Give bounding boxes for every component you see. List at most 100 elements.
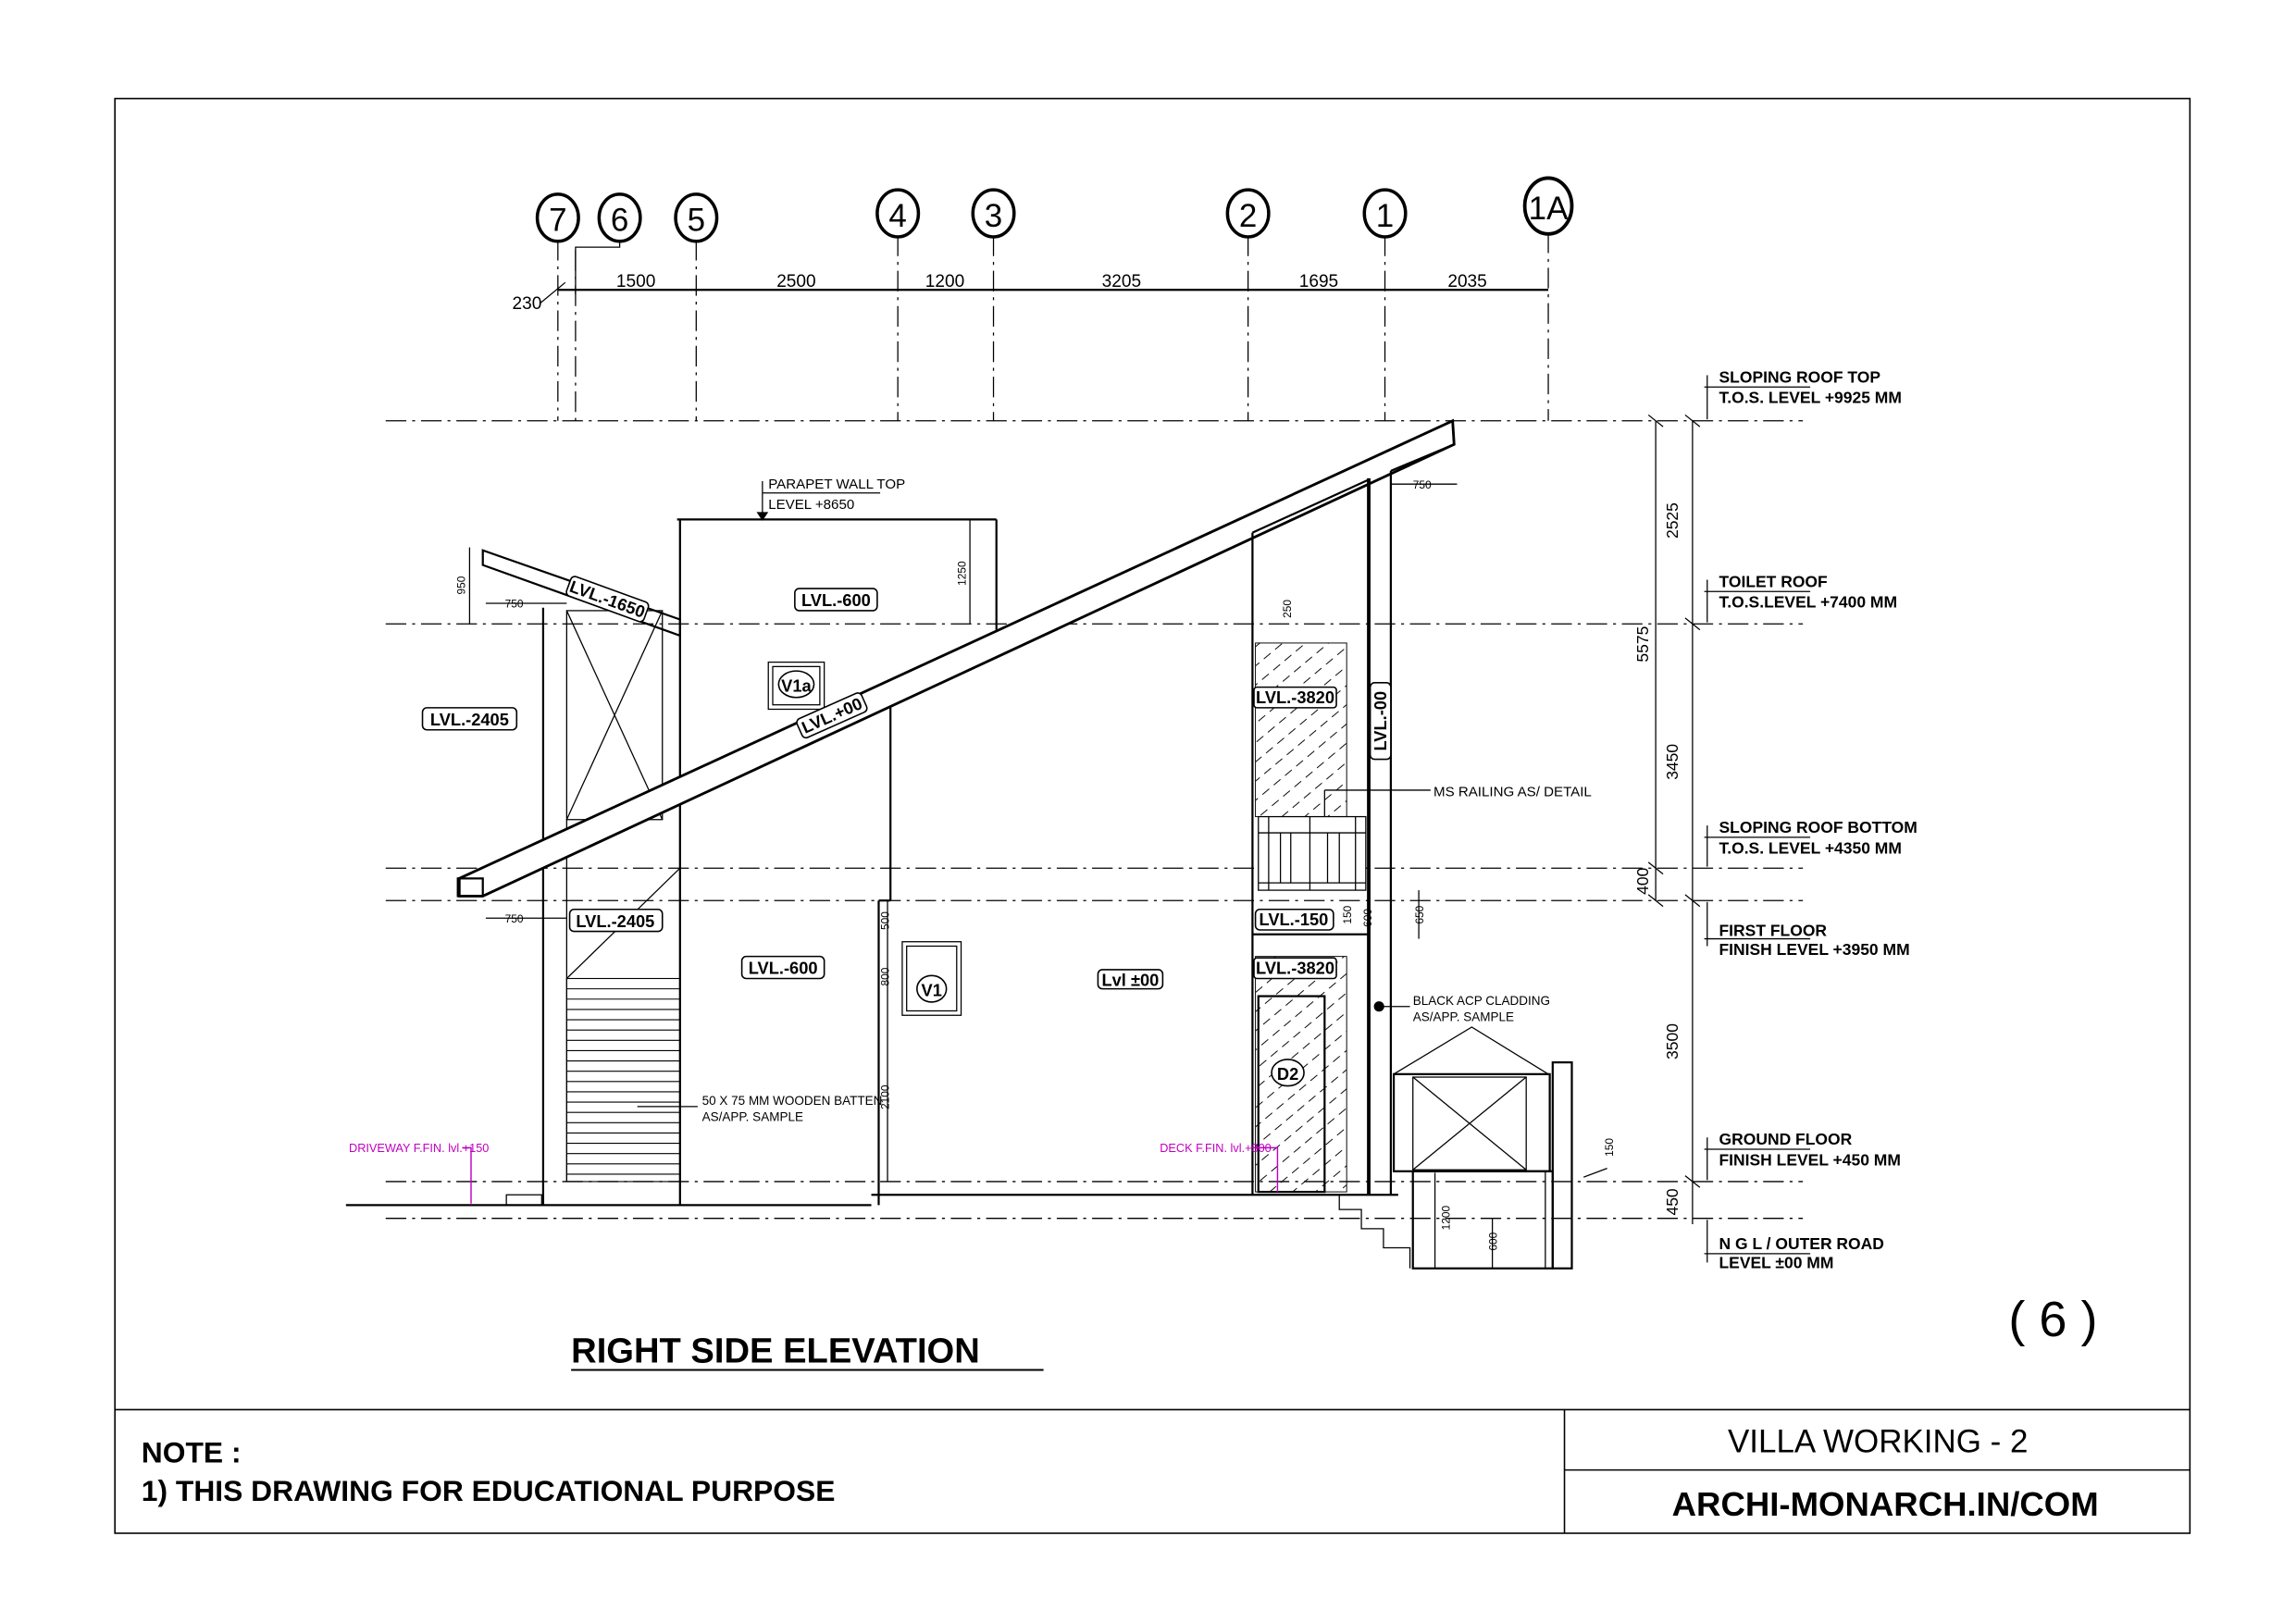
sheet-number: ( 6 ) [2008, 1292, 2097, 1347]
svg-text:600: 600 [1361, 909, 1374, 927]
svg-text:250: 250 [1281, 600, 1294, 618]
svg-text:BLACK ACP CLADDING: BLACK ACP CLADDING [1413, 994, 1550, 1008]
svg-text:150: 150 [1341, 905, 1354, 923]
svg-text:2: 2 [1239, 198, 1257, 234]
svg-text:750: 750 [1413, 478, 1432, 491]
svg-text:600: 600 [1486, 1232, 1499, 1250]
svg-text:T.O.S.LEVEL +7400 MM: T.O.S.LEVEL +7400 MM [1719, 593, 1898, 612]
svg-text:LVL.-00: LVL.-00 [1371, 691, 1390, 751]
svg-text:LEVEL ±00 MM: LEVEL ±00 MM [1719, 1254, 1834, 1272]
svg-text:D2: D2 [1277, 1064, 1298, 1084]
svg-text:750: 750 [505, 598, 524, 611]
sloping-roof [457, 418, 1456, 898]
svg-text:650: 650 [1413, 905, 1426, 923]
svg-text:750: 750 [505, 912, 524, 925]
grid-bubble: 3 [971, 188, 1016, 239]
svg-text:Lvl ±00: Lvl ±00 [1102, 970, 1160, 989]
sheet-border [114, 97, 2191, 1534]
svg-text:400: 400 [1633, 867, 1652, 894]
svg-text:5575: 5575 [1633, 626, 1652, 663]
svg-text:450: 450 [1663, 1188, 1682, 1215]
svg-text:AS/APP. SAMPLE: AS/APP. SAMPLE [702, 1110, 803, 1124]
note-1: 1) THIS DRAWING FOR EDUCATIONAL PURPOSE [142, 1474, 836, 1507]
svg-text:500: 500 [879, 911, 892, 930]
annotations: PARAPET WALL TOP LEVEL +8650 MS RAILING … [349, 477, 1592, 1204]
building-elevation [345, 418, 1573, 1270]
level-tags: LVL.-600 LVL.-600 LVL.-2405 LVL.-2405 LV… [421, 576, 1392, 1087]
svg-text:1695: 1695 [1299, 272, 1338, 291]
svg-text:1250: 1250 [955, 561, 968, 586]
svg-text:LVL.-1650: LVL.-1650 [567, 576, 648, 622]
svg-text:2100: 2100 [879, 1084, 892, 1109]
small-dimensions: 950 750 750 1250 500 800 2100 750 250 15… [455, 478, 1616, 1269]
svg-text:1200: 1200 [1439, 1206, 1452, 1231]
grid-bubble: 4 [875, 188, 921, 239]
svg-text:950: 950 [455, 576, 468, 594]
level-labels: SLOPING ROOF TOP T.O.S. LEVEL +9925 MM TO… [1704, 367, 1917, 1272]
svg-text:1A: 1A [1529, 191, 1569, 227]
svg-text:GROUND FLOOR: GROUND FLOOR [1719, 1130, 1853, 1148]
svg-text:T.O.S. LEVEL +4350 MM: T.O.S. LEVEL +4350 MM [1719, 838, 1902, 857]
svg-text:1200: 1200 [925, 272, 964, 291]
svg-text:LEVEL +8650: LEVEL +8650 [768, 497, 854, 513]
grid-bubble: 7 [535, 192, 580, 243]
title-block: NOTE : 1) THIS DRAWING FOR EDUCATIONAL P… [142, 1424, 2099, 1523]
svg-text:TOILET ROOF: TOILET ROOF [1719, 572, 1829, 590]
svg-text:3450: 3450 [1663, 744, 1682, 780]
svg-text:LVL.-150: LVL.-150 [1260, 910, 1329, 929]
svg-text:4: 4 [888, 198, 906, 234]
note-heading: NOTE : [142, 1436, 242, 1469]
level-lines [385, 420, 1804, 1220]
svg-text:6: 6 [611, 203, 628, 239]
svg-text:MS RAILING AS/ DETAIL: MS RAILING AS/ DETAIL [1433, 784, 1592, 799]
svg-text:DECK F.FIN. lvl.+300: DECK F.FIN. lvl.+300 [1160, 1141, 1272, 1155]
svg-text:FINISH LEVEL +450 MM: FINISH LEVEL +450 MM [1719, 1150, 1901, 1169]
vertical-dimensions: 2525 5575 3450 400 3500 450 [1633, 414, 1701, 1225]
svg-text:LVL.-2405: LVL.-2405 [430, 710, 509, 729]
svg-text:FINISH LEVEL +3950 MM: FINISH LEVEL +3950 MM [1719, 940, 1910, 959]
svg-text:7: 7 [549, 203, 566, 239]
svg-text:T.O.S. LEVEL +9925 MM: T.O.S. LEVEL +9925 MM [1719, 389, 1902, 407]
svg-text:3500: 3500 [1663, 1023, 1682, 1059]
svg-text:LVL.-3820: LVL.-3820 [1256, 959, 1334, 978]
svg-text:2525: 2525 [1663, 502, 1682, 539]
grid-bubble: 1A [1522, 176, 1574, 236]
svg-text:DRIVEWAY F.FIN. lvl.+150: DRIVEWAY F.FIN. lvl.+150 [349, 1141, 489, 1155]
svg-text:1500: 1500 [616, 272, 655, 291]
grid-bubble: 5 [674, 192, 719, 243]
drawing-title: RIGHT SIDE ELEVATION [571, 1332, 980, 1371]
svg-text:N G L / OUTER ROAD: N G L / OUTER ROAD [1719, 1234, 1884, 1253]
svg-text:150: 150 [1603, 1138, 1616, 1157]
svg-text:SLOPING ROOF TOP: SLOPING ROOF TOP [1719, 367, 1881, 386]
grid-lines [540, 232, 1549, 421]
svg-text:230: 230 [513, 294, 542, 314]
level-ground-floor: GROUND FLOOR FINISH LEVEL +450 MM [1704, 1130, 1901, 1181]
grid-bubble: 6 [597, 192, 642, 243]
svg-text:FIRST FLOOR: FIRST FLOOR [1719, 921, 1828, 939]
wooden-batten [565, 977, 681, 1183]
svg-text:V1a: V1a [781, 675, 812, 695]
grid-bubble: 1 [1362, 188, 1408, 239]
svg-text:1: 1 [1376, 198, 1394, 234]
svg-text:5: 5 [688, 203, 705, 239]
svg-text:PARAPET WALL TOP: PARAPET WALL TOP [768, 477, 905, 492]
svg-text:2500: 2500 [776, 272, 815, 291]
level-sloping-roof-top: SLOPING ROOF TOP T.O.S. LEVEL +9925 MM [1704, 367, 1902, 420]
svg-text:2035: 2035 [1447, 272, 1486, 291]
project-name: VILLA WORKING - 2 [1728, 1424, 2029, 1460]
svg-text:LVL.-2405: LVL.-2405 [576, 911, 654, 931]
level-toilet-roof: TOILET ROOF T.O.S.LEVEL +7400 MM [1704, 572, 1898, 623]
svg-text:LVL.-600: LVL.-600 [749, 959, 818, 978]
svg-text:50 X 75 MM WOODEN BATTEN: 50 X 75 MM WOODEN BATTEN [702, 1094, 883, 1108]
grid-dimensions: 230 1500 2500 1200 3205 1695 2035 [513, 272, 1487, 314]
ms-railing [1258, 815, 1367, 891]
svg-text:800: 800 [879, 967, 892, 985]
svg-text:V1: V1 [922, 981, 942, 1000]
grid-bubble: 2 [1225, 188, 1271, 239]
svg-text:LVL.-3820: LVL.-3820 [1256, 688, 1334, 707]
svg-text:3205: 3205 [1102, 272, 1141, 291]
